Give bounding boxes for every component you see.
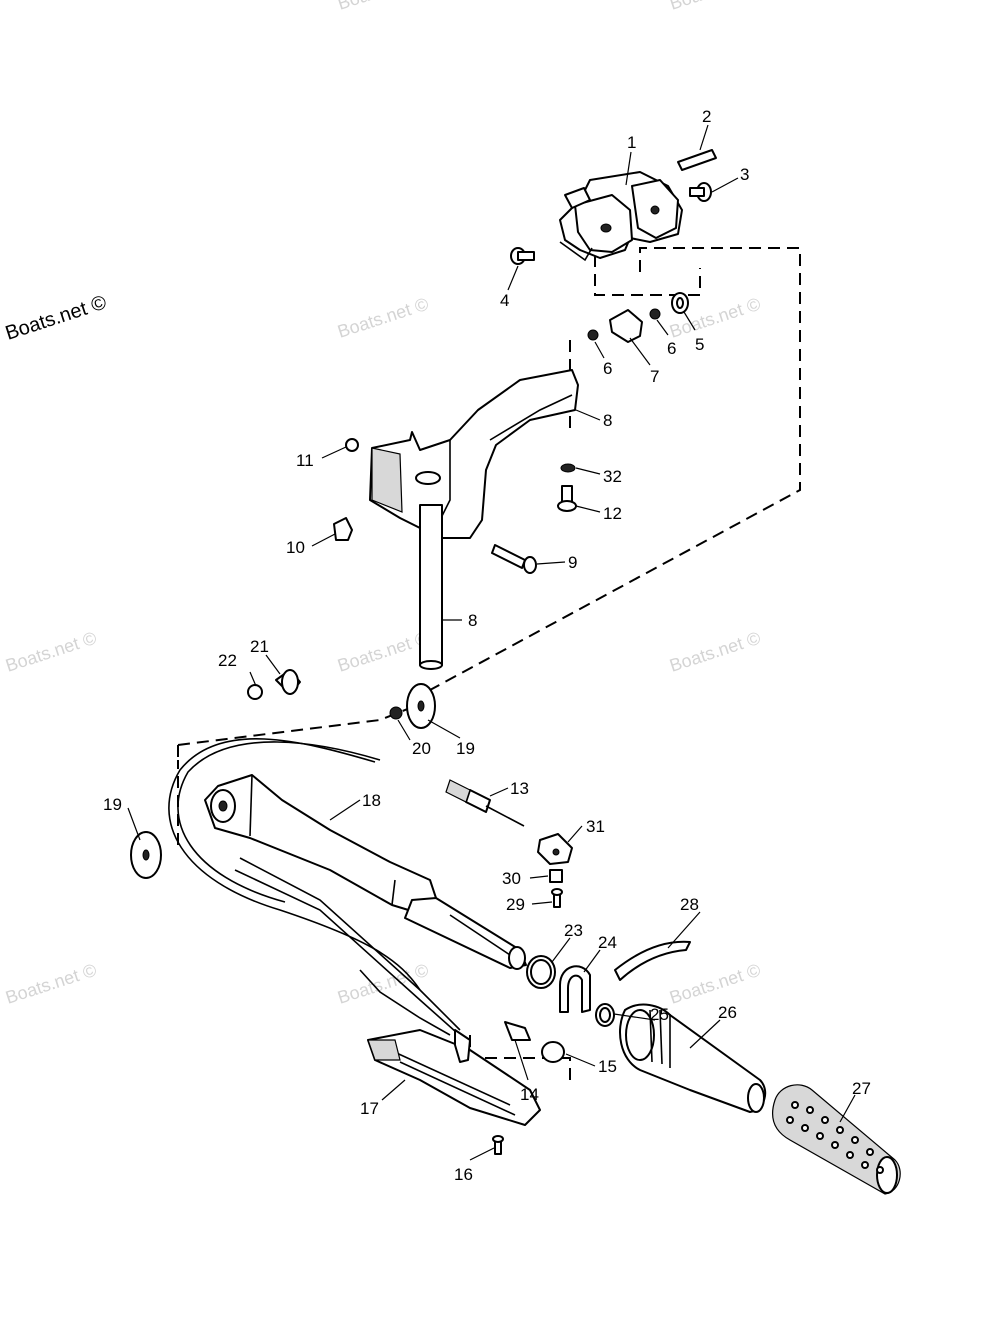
screw-part bbox=[551, 888, 563, 908]
pin-part bbox=[677, 149, 717, 171]
callout-16: 16 bbox=[454, 1165, 473, 1184]
friction-plate-part bbox=[609, 309, 643, 343]
callout-11: 11 bbox=[296, 451, 314, 470]
screw-part bbox=[510, 247, 535, 265]
callout-17: 17 bbox=[360, 1099, 379, 1118]
o-ring-part bbox=[595, 1003, 615, 1027]
callout-6a: 6 bbox=[667, 339, 676, 358]
leader-lines bbox=[127, 124, 856, 1161]
callout-6b: 6 bbox=[603, 359, 612, 378]
callout-5: 5 bbox=[695, 335, 704, 354]
watermark-faint: Boats.net © bbox=[335, 628, 431, 676]
callout-19a: 19 bbox=[456, 739, 475, 758]
callout-31: 31 bbox=[586, 817, 605, 836]
callout-14: 14 bbox=[520, 1085, 539, 1104]
screw-part bbox=[689, 182, 712, 202]
swivel-bracket-part bbox=[559, 171, 683, 262]
callout-8b: 8 bbox=[468, 611, 477, 630]
callout-2: 2 bbox=[702, 107, 711, 126]
throttle-cable-part bbox=[168, 738, 466, 1041]
callout-19b: 19 bbox=[103, 795, 122, 814]
watermark-faint: Boats.net © bbox=[667, 0, 763, 14]
clip-part bbox=[333, 517, 353, 541]
washer-part bbox=[406, 683, 436, 729]
washer-part bbox=[130, 831, 162, 879]
bushing-part bbox=[275, 669, 301, 695]
callout-15: 15 bbox=[598, 1057, 617, 1076]
nut-part bbox=[549, 869, 563, 883]
callout-20: 20 bbox=[412, 739, 431, 758]
tiller-handle-part bbox=[204, 774, 437, 913]
callout-8a: 8 bbox=[603, 411, 612, 430]
cable-connector-part bbox=[504, 1021, 531, 1041]
bolt-part bbox=[557, 485, 577, 512]
callout-26: 26 bbox=[718, 1003, 737, 1022]
bolt-part bbox=[491, 544, 537, 574]
tiller-tube-part bbox=[404, 897, 527, 970]
throttle-bracket-part bbox=[367, 1029, 541, 1126]
callout-18: 18 bbox=[362, 791, 381, 810]
washer-part bbox=[671, 292, 689, 314]
connector-block-part bbox=[537, 833, 573, 865]
watermark-main: Boats.net © bbox=[3, 291, 110, 344]
washer-part bbox=[560, 463, 576, 473]
watermark-faint: Boats.net © bbox=[667, 628, 763, 676]
callout-25: 25 bbox=[650, 1005, 669, 1024]
retaining-clip-part bbox=[559, 965, 591, 1013]
callout-32: 32 bbox=[603, 467, 622, 486]
callout-22: 22 bbox=[218, 651, 237, 670]
watermark-faint: Boats.net © bbox=[335, 0, 431, 14]
callout-12: 12 bbox=[603, 504, 622, 523]
callout-29: 29 bbox=[506, 895, 525, 914]
nut-part bbox=[587, 308, 661, 341]
callout-27: 27 bbox=[852, 1079, 871, 1098]
callout-labels: 1 2 3 4 5 6 6 7 8 32 12 9 8 11 10 22 21 … bbox=[103, 107, 871, 1184]
nut-part bbox=[247, 684, 263, 700]
callout-4: 4 bbox=[500, 291, 509, 310]
screw-part bbox=[492, 1135, 504, 1155]
cable-rod-part bbox=[445, 779, 525, 827]
cap-part bbox=[541, 1041, 565, 1063]
watermark-faint: Boats.net © bbox=[667, 960, 763, 1008]
callout-9: 9 bbox=[568, 553, 577, 572]
callout-30: 30 bbox=[502, 869, 521, 888]
callout-7: 7 bbox=[650, 367, 659, 386]
callout-10: 10 bbox=[286, 538, 305, 557]
nut-part bbox=[345, 438, 359, 452]
nut-part bbox=[389, 706, 403, 720]
rubber-grip-part bbox=[772, 1084, 901, 1195]
throttle-sleeve-part bbox=[619, 1003, 767, 1113]
watermark-faint: Boats.net © bbox=[3, 628, 99, 676]
tiller-bracket-part bbox=[369, 369, 579, 670]
callout-21: 21 bbox=[250, 637, 269, 656]
callout-13: 13 bbox=[510, 779, 529, 798]
watermark-faint: Boats.net © bbox=[3, 960, 99, 1008]
gasket-strip-part bbox=[614, 940, 691, 981]
callout-1: 1 bbox=[627, 133, 636, 152]
callout-3: 3 bbox=[740, 165, 749, 184]
callout-24: 24 bbox=[598, 933, 617, 952]
callout-28: 28 bbox=[680, 895, 699, 914]
callout-23: 23 bbox=[564, 921, 583, 940]
watermark-faint: Boats.net © bbox=[335, 294, 431, 342]
o-ring-part bbox=[526, 955, 556, 989]
